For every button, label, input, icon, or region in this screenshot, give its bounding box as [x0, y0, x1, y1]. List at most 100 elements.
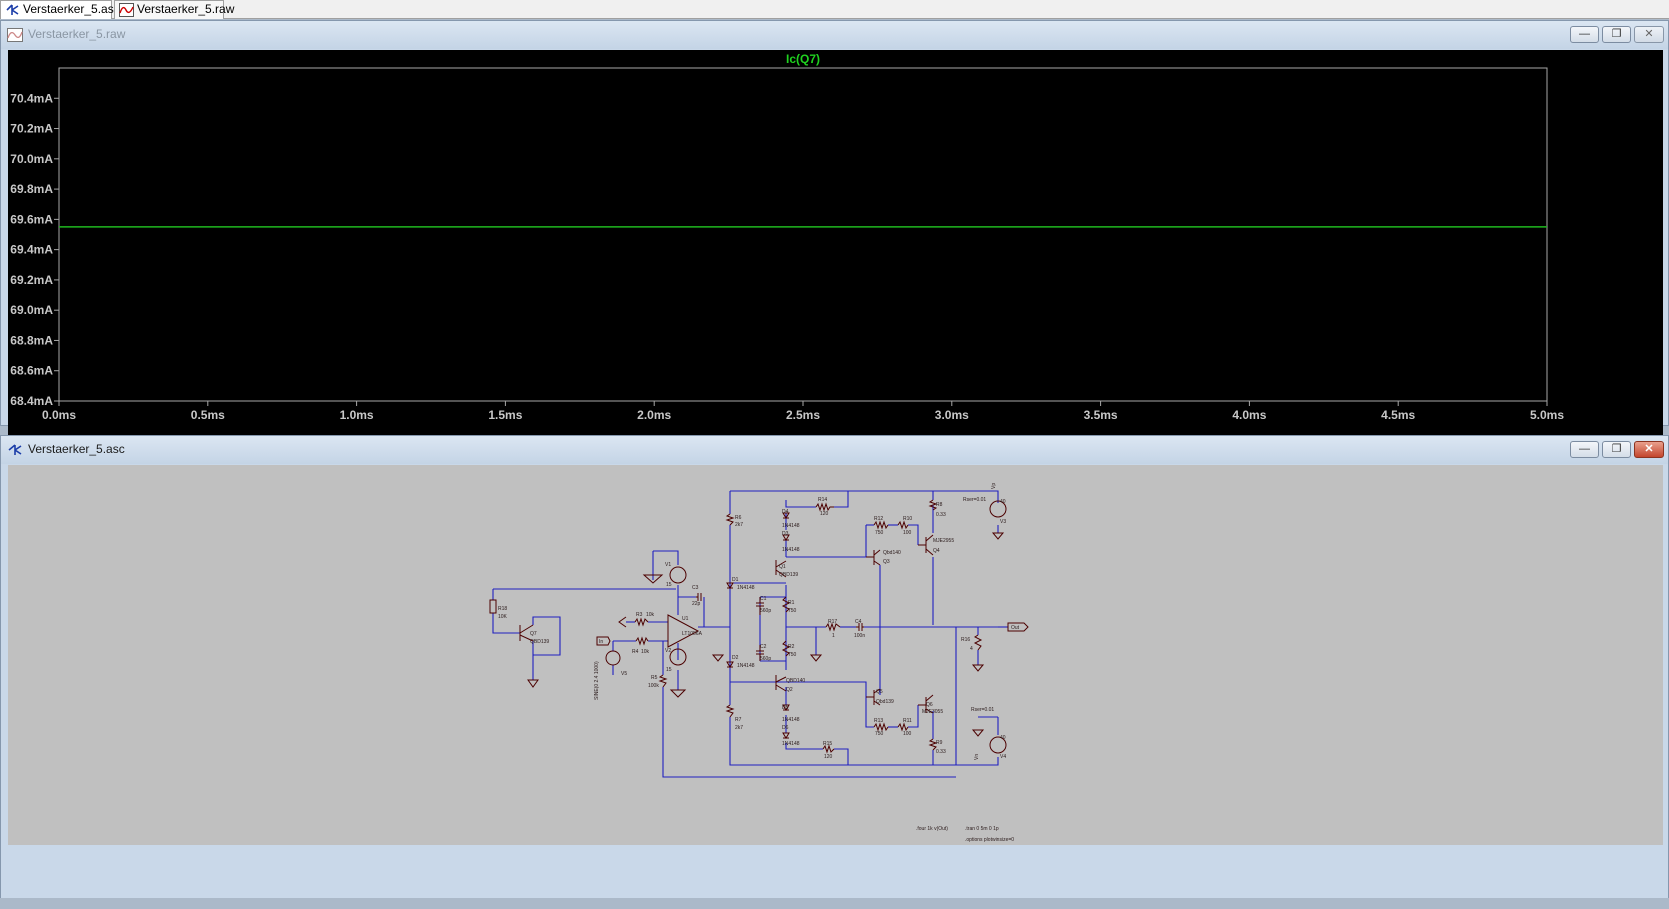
label-v4-value: 40 [1000, 735, 1006, 741]
label-r18: R18 [498, 606, 507, 612]
y-tick-label: 69.2mA [10, 273, 53, 287]
label-r13: R13 [874, 718, 883, 724]
schematic-icon [8, 444, 22, 455]
x-tick-label: 4.5ms [1381, 408, 1415, 422]
label-v2-value: 15 [666, 667, 672, 673]
label-vp: Vp [991, 483, 997, 489]
label-q1-value: QBD139 [779, 572, 798, 578]
label-q4-value: MJE2955 [933, 538, 954, 544]
label-v2: V2 [665, 648, 671, 654]
label-r5-value: 100k [648, 683, 659, 689]
label-c4: C4 [855, 619, 862, 625]
label-d4: D4 [782, 509, 789, 515]
x-tick-label: 1.5ms [488, 408, 522, 422]
schematic-window: Verstaerker_5.asc — ❐ ✕ [0, 435, 1669, 899]
label-c2-value: 560p [760, 656, 771, 662]
label-r13-value: 750 [875, 731, 884, 737]
label-r16-value: 4 [970, 646, 973, 652]
label-d2: D2 [732, 655, 739, 661]
minimize-button[interactable]: — [1570, 441, 1599, 458]
label-r18-value: 10K [498, 614, 508, 620]
label-v1-value: 15 [666, 582, 672, 588]
y-tick-label: 68.6mA [10, 364, 53, 378]
y-tick-label: 69.0mA [10, 303, 53, 317]
directive-tran[interactable]: .tran 0 5m 0 1p [965, 826, 999, 832]
label-u1: U1 [682, 616, 689, 622]
label-d6: D6 [782, 725, 789, 731]
waveform-titlebar[interactable]: Verstaerker_5.raw — ❐ ✕ [1, 21, 1668, 49]
label-q5: Q5 [876, 689, 883, 695]
label-d3: D3 [782, 531, 789, 537]
label-d4-value: 1N4148 [782, 523, 800, 529]
label-v4-rser: Rser=0.01 [971, 707, 994, 713]
label-u1-value: LT1056A [682, 631, 703, 637]
label-q4: Q4 [933, 548, 940, 554]
label-r12-value: 750 [875, 530, 884, 536]
waveform-plot[interactable]: Ic(Q7) 70.4mA70.2mA70.0mA69.8mA69.6mA69.… [8, 50, 1663, 445]
label-q7: Q7 [530, 631, 537, 637]
x-tick-label: 4.0ms [1232, 408, 1266, 422]
directive-options[interactable]: .options plotwinsize=0 [965, 837, 1014, 843]
label-r1-value: 750 [788, 608, 797, 614]
restore-button[interactable]: ❐ [1602, 26, 1631, 43]
label-d2-value: 1N4148 [737, 663, 755, 669]
label-r17-value: 1 [832, 633, 835, 639]
y-tick-label: 69.6mA [10, 212, 53, 226]
components [489, 499, 1029, 754]
schematic-titlebar[interactable]: Verstaerker_5.asc — ❐ ✕ [1, 436, 1668, 464]
label-r11-value: 100 [903, 731, 912, 737]
label-c1: C1 [760, 596, 767, 602]
label-r4-value: 10k [641, 649, 650, 655]
label-r15: R15 [823, 741, 832, 747]
tab-schematic[interactable]: Verstaerker_5.asc [0, 0, 120, 19]
label-r1: R1 [788, 600, 795, 606]
label-r5: R5 [651, 675, 658, 681]
x-tick-label: 2.0ms [637, 408, 671, 422]
label-r8: R8 [936, 502, 943, 508]
label-r16: R16 [961, 637, 970, 643]
label-v1: V1 [665, 562, 671, 568]
label-d1-value: 1N4148 [737, 585, 755, 591]
label-out: Out [1011, 625, 1020, 631]
restore-button[interactable]: ❐ [1602, 441, 1631, 458]
minimize-button[interactable]: — [1570, 26, 1599, 43]
label-v5-value: SINE(0 2.4 1000) [594, 661, 600, 700]
schematic-canvas[interactable]: V1 15 V2 15 V5 SINE(0 2.4 1000) R18 10K … [8, 465, 1663, 845]
label-r14: R14 [818, 497, 827, 503]
label-d3-value: 1N4148 [782, 547, 800, 553]
label-v3-rser: Rser=0.01 [963, 497, 986, 503]
label-q5-value: Qbd139 [876, 699, 894, 705]
close-button[interactable]: ✕ [1634, 441, 1664, 458]
y-tick-label: 68.4mA [10, 394, 53, 408]
close-button[interactable]: ✕ [1634, 26, 1664, 43]
document-tab-strip: Verstaerker_5.asc Verstaerker_5.raw [0, 0, 1669, 19]
waveform-icon [119, 3, 134, 17]
label-c2: C2 [760, 644, 767, 650]
label-d1: D1 [732, 577, 739, 583]
label-r3-value: 10k [646, 612, 655, 618]
directive-four[interactable]: .four 1k v(Out) [916, 826, 948, 832]
schematic-drawing[interactable]: V1 15 V2 15 V5 SINE(0 2.4 1000) R18 10K … [8, 465, 1663, 845]
label-r4: R4 [632, 649, 639, 655]
label-q2-value: QBD140 [786, 678, 805, 684]
x-tick-label: 0.0ms [42, 408, 76, 422]
label-q1: Q1 [779, 564, 786, 570]
tab-waveform[interactable]: Verstaerker_5.raw [114, 0, 234, 19]
label-r6-value: 2k7 [735, 522, 743, 528]
label-r7: R7 [735, 717, 742, 723]
tab-schematic-label: Verstaerker_5.asc [23, 2, 120, 16]
x-tick-label: 1.0ms [340, 408, 374, 422]
trace-label-ic-q7[interactable]: Ic(Q7) [786, 52, 820, 66]
y-tick-label: 70.2mA [10, 122, 53, 136]
x-tick-label: 5.0ms [1530, 408, 1564, 422]
label-q2: Q2 [786, 687, 793, 693]
waveform-icon [7, 28, 23, 42]
label-c4-value: 100n [854, 633, 865, 639]
x-tick-label: 3.5ms [1084, 408, 1118, 422]
label-c3-value: 22p [692, 601, 701, 607]
mdi-bottom-strip [0, 898, 1669, 909]
label-v5: V5 [621, 671, 627, 677]
label-d5: D5 [782, 705, 789, 711]
label-r11: R11 [903, 718, 912, 724]
